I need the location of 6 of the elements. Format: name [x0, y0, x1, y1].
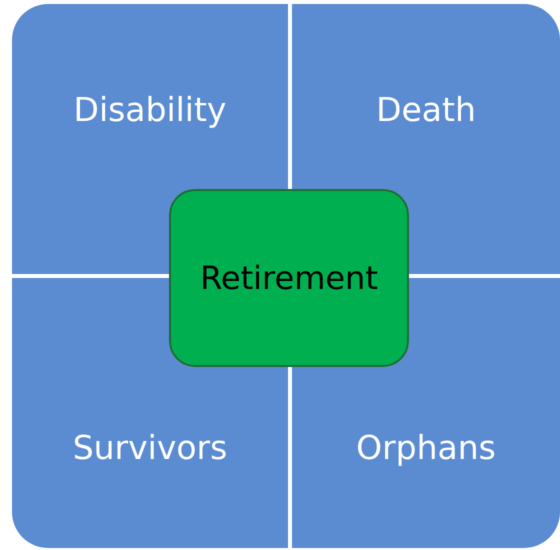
node-label: Death — [375, 90, 477, 129]
node-label: Orphans — [355, 428, 497, 467]
node-label: Survivors — [72, 428, 228, 467]
node-label: Disability — [72, 90, 228, 129]
node-label: Retirement — [200, 259, 378, 297]
center-box — [169, 189, 409, 367]
